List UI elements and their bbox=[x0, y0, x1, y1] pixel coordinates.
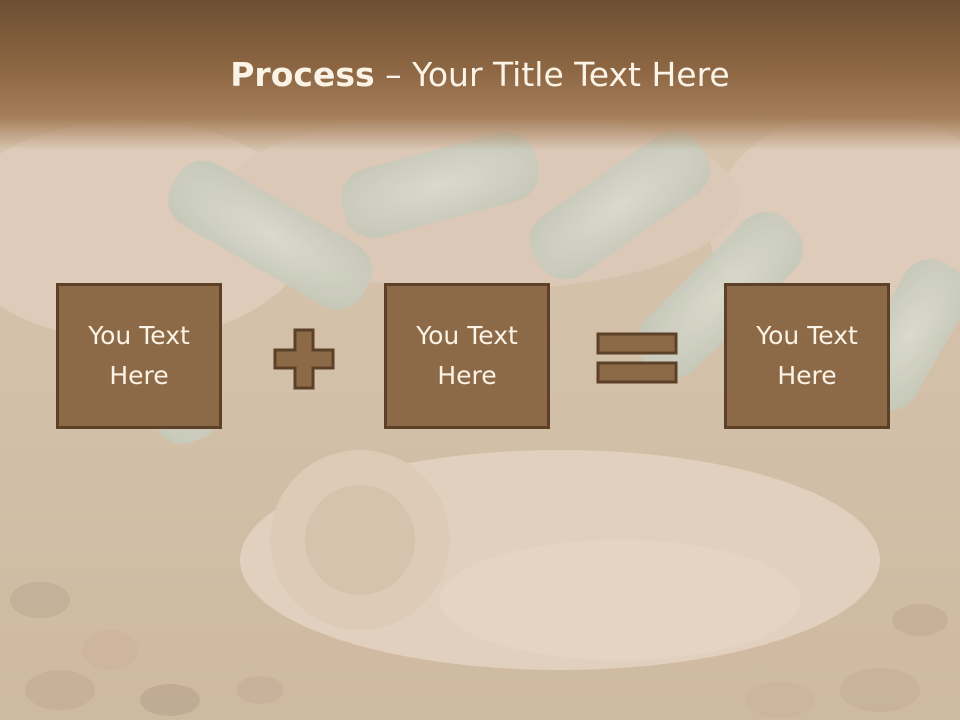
slide-title-bold: Process bbox=[230, 55, 375, 94]
title-band bbox=[0, 0, 960, 150]
process-box-2-line1: You Text bbox=[416, 321, 518, 350]
process-box-2[interactable]: You Text Here bbox=[384, 283, 550, 429]
slide-title[interactable]: Process – Your Title Text Here bbox=[0, 54, 960, 96]
equals-icon[interactable] bbox=[596, 332, 678, 386]
process-box-3[interactable]: You Text Here bbox=[724, 283, 890, 429]
process-box-1-line1: You Text bbox=[88, 321, 190, 350]
process-box-1-line2: Here bbox=[109, 361, 169, 390]
process-box-3-line1: You Text bbox=[756, 321, 858, 350]
process-box-1[interactable]: You Text Here bbox=[56, 283, 222, 429]
process-box-3-line2: Here bbox=[777, 361, 837, 390]
process-box-2-line2: Here bbox=[437, 361, 497, 390]
plus-icon[interactable] bbox=[273, 328, 335, 390]
slide-title-rest: – Your Title Text Here bbox=[374, 55, 730, 94]
